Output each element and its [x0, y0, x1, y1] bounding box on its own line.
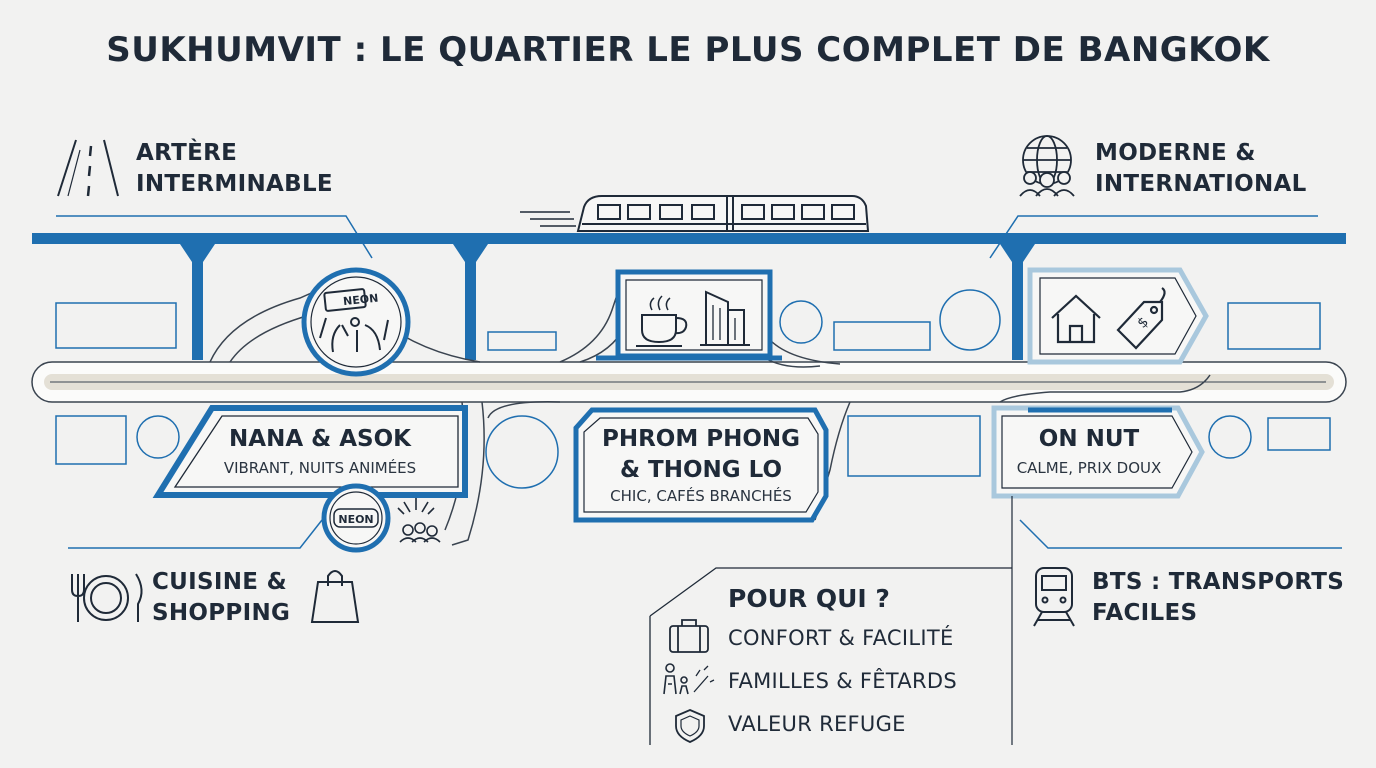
- on-nut-card: [991, 267, 1209, 745]
- road-icon: [57, 139, 119, 197]
- feature-cuisine-label: CUISINE & SHOPPING: [152, 567, 290, 629]
- phrom-phong-title: PHROM PHONG & THONG LO: [586, 424, 816, 486]
- globe-people-icon: [1019, 135, 1075, 197]
- feature-cuisine-line1: CUISINE &: [152, 569, 287, 595]
- house-icon: [1051, 294, 1101, 344]
- pour-qui-item-familles: FAMILLES & FÊTARDS: [728, 669, 957, 693]
- train-front-icon: [1033, 567, 1075, 627]
- phrom-phong-card: [573, 269, 829, 523]
- feature-artere-label: ARTÈRE INTERMINABLE: [136, 138, 333, 200]
- page-title: SUKHUMVIT : LE QUARTIER LE PLUS COMPLET …: [106, 30, 1270, 70]
- sukhumvit-road: [31, 361, 1347, 403]
- suitcase-icon: [669, 619, 709, 653]
- coffee-cup-icon: [636, 295, 688, 347]
- feature-bts-line2: FACILES: [1092, 600, 1198, 626]
- neon-sign-text-bottom: NEON: [338, 513, 373, 526]
- nana-asok-title: NANA & ASOK: [229, 426, 411, 452]
- nana-asok-desc: VIBRANT, NUITS ANIMÉES: [223, 459, 417, 477]
- neon-sign-text: NEON: [342, 292, 378, 309]
- feature-moderne-line2: INTERNATIONAL: [1095, 171, 1307, 197]
- nana-asok-card: [152, 405, 468, 498]
- pour-qui-item-confort: CONFORT & FACILITÉ: [728, 626, 954, 650]
- neon-party-icon: NEON: [301, 267, 411, 377]
- feature-bts-label: BTS : TRANSPORTS FACILES: [1092, 567, 1344, 629]
- family-confetti-icon: [663, 663, 715, 695]
- on-nut-title: ON NUT: [1038, 426, 1140, 452]
- feature-cuisine-line2: SHOPPING: [152, 600, 291, 626]
- feature-moderne-label: MODERNE & INTERNATIONAL: [1095, 138, 1307, 200]
- pour-qui-box: [649, 567, 1012, 745]
- bts-skytrain-track: [32, 233, 1346, 360]
- feature-bts-line1: BTS : TRANSPORTS: [1092, 569, 1345, 595]
- train-icon: [520, 195, 870, 232]
- pour-qui-item-valeur: VALEUR REFUGE: [728, 712, 906, 736]
- on-nut-desc: CALME, PRIX DOUX: [1016, 459, 1162, 477]
- side-roads: [209, 279, 1211, 546]
- feature-artere-line1: ARTÈRE: [136, 140, 238, 166]
- plate-cutlery-icon: [71, 573, 143, 622]
- pour-qui-heading: POUR QUI ?: [728, 584, 890, 613]
- feature-moderne-line1: MODERNE &: [1095, 140, 1256, 166]
- building-icon: [700, 290, 750, 346]
- phrom-phong-line1: PHROM PHONG: [601, 426, 801, 452]
- fireworks-crowd-icon: [397, 498, 441, 543]
- phrom-phong-line2: & THONG LO: [619, 457, 783, 483]
- shield-icon: [675, 709, 705, 743]
- shopping-bag-icon: [310, 570, 360, 623]
- neon-sign-icon: NEON: [321, 483, 391, 553]
- phrom-phong-desc: CHIC, CAFÉS BRANCHÉS: [610, 487, 792, 505]
- leader-lines: [56, 215, 1342, 549]
- building-blocks: [55, 289, 1331, 489]
- feature-artere-line2: INTERMINABLE: [136, 171, 333, 197]
